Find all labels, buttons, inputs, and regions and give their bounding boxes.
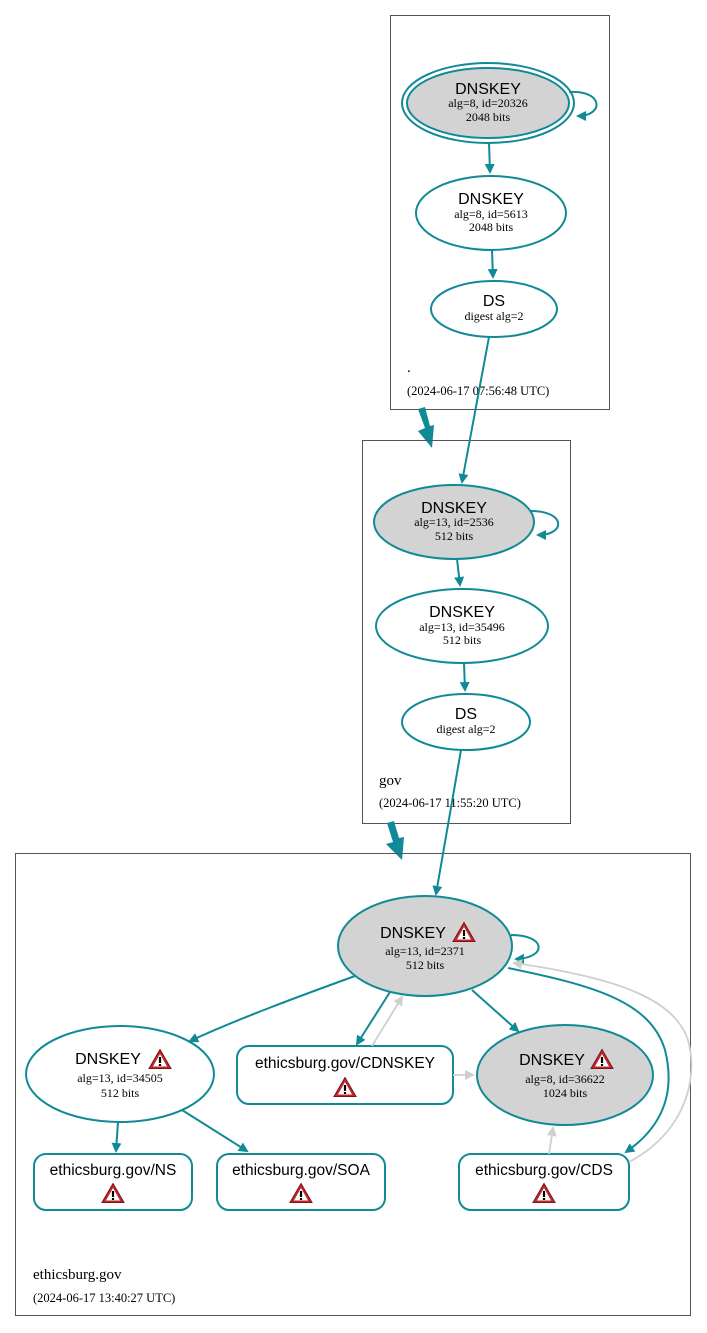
- ethicsburg-zsk-to-ns-edge: [111, 1121, 122, 1153]
- gov-ds-detail: digest alg=2: [436, 722, 495, 736]
- gov-ds-node[interactable]: DS digest alg=2: [401, 693, 531, 751]
- ethicsburg-cdnskey-node[interactable]: ethicsburg.gov/CDNSKEY: [236, 1045, 454, 1105]
- ethicsburg-ksk-to-key8-edge: [471, 989, 520, 1033]
- ethicsburg-zsk-node[interactable]: DNSKEY alg=13, id=34505 512 bits: [25, 1025, 215, 1123]
- ethicsburg-ksk-to-cdnskey-edge: [355, 991, 391, 1046]
- gov-ksk-bits: 512 bits: [435, 529, 474, 543]
- ethicsburg-ksk-node[interactable]: DNSKEY alg=13, id=2371 512 bits: [337, 895, 513, 997]
- ethicsburg-ns-node[interactable]: ethicsburg.gov/NS: [33, 1153, 193, 1211]
- zone-gov-name: gov: [379, 773, 402, 789]
- ethicsburg-key8-detail: alg=8, id=36622: [525, 1072, 605, 1086]
- ethicsburg-cds-to-key8-edge: [546, 1126, 557, 1155]
- zone-ethicsburg-name: ethicsburg.gov: [33, 1267, 122, 1283]
- gov-zsk-to-ds-edge: [459, 662, 470, 692]
- root-ksk-bits: 2048 bits: [466, 110, 511, 124]
- root-zsk-node[interactable]: DNSKEY alg=8, id=5613 2048 bits: [415, 175, 567, 251]
- ethicsburg-ns-label: ethicsburg.gov/NS: [50, 1162, 177, 1179]
- ethicsburg-zsk-to-soa-edge: [181, 1109, 249, 1153]
- ethicsburg-ksk-to-zsk-edge: [188, 975, 356, 1043]
- ethicsburg-key8-node[interactable]: DNSKEY alg=8, id=36622 1024 bits: [476, 1024, 654, 1126]
- root-ds-to-gov-ksk-edge: [458, 336, 490, 484]
- root-ds-node[interactable]: DS digest alg=2: [430, 280, 558, 338]
- root-zsk-bits: 2048 bits: [469, 220, 514, 234]
- zone-root-name: .: [407, 360, 411, 376]
- delegation-gov-to-ethicsburg-arrow: [386, 821, 404, 860]
- zone-gov-timestamp: (2024-06-17 11:55:20 UTC): [379, 796, 521, 810]
- ethicsburg-key8-bits: 1024 bits: [543, 1086, 588, 1100]
- gov-zsk-node[interactable]: DNSKEY alg=13, id=35496 512 bits: [375, 588, 549, 664]
- ethicsburg-zsk-bits: 512 bits: [101, 1086, 140, 1100]
- ethicsburg-cdnskey-label: ethicsburg.gov/CDNSKEY: [255, 1055, 435, 1072]
- zone-ethicsburg-timestamp: (2024-06-17 13:40:27 UTC): [33, 1291, 175, 1305]
- ethicsburg-cdnskey-to-ksk-edge: [371, 995, 404, 1047]
- gov-ksk-to-zsk-edge: [454, 558, 465, 587]
- root-ksk-node[interactable]: DNSKEY alg=8, id=20326 2048 bits: [401, 62, 575, 144]
- root-ds-type: DS: [483, 293, 505, 310]
- ethicsburg-cds-label: ethicsburg.gov/CDS: [475, 1162, 613, 1179]
- gov-zsk-type: DNSKEY: [429, 604, 495, 621]
- gov-ksk-type: DNSKEY: [421, 500, 487, 517]
- zone-root-box: [390, 15, 610, 410]
- root-ksk-self-edge: [568, 90, 598, 121]
- ethicsburg-cds-to-ksk-edge: [512, 959, 693, 1163]
- gov-ds-type: DS: [455, 706, 477, 723]
- root-ds-detail: digest alg=2: [464, 309, 523, 323]
- root-ksk-to-zsk-edge: [484, 142, 495, 174]
- gov-zsk-detail: alg=13, id=35496: [419, 620, 505, 634]
- ethicsburg-zsk-detail: alg=13, id=34505: [77, 1071, 163, 1085]
- root-zsk-type: DNSKEY: [458, 191, 524, 208]
- root-ksk-detail: alg=8, id=20326: [448, 96, 528, 110]
- ethicsburg-ksk-to-cds-edge: [507, 967, 670, 1154]
- gov-ds-to-ethicsburg-ksk-edge: [432, 749, 462, 896]
- ethicsburg-ksk-bits: 512 bits: [406, 958, 445, 972]
- delegation-root-to-gov-arrow: [418, 407, 434, 448]
- ethicsburg-zsk-type: DNSKEY: [75, 1051, 141, 1068]
- gov-ksk-node[interactable]: DNSKEY alg=13, id=2536 512 bits: [373, 484, 535, 560]
- zone-gov-box: [362, 440, 571, 824]
- ethicsburg-cds-node[interactable]: ethicsburg.gov/CDS: [458, 1153, 630, 1211]
- root-ksk-type: DNSKEY: [455, 81, 521, 98]
- ethicsburg-ksk-type: DNSKEY: [380, 925, 446, 942]
- ethicsburg-ksk-self-edge: [510, 934, 540, 964]
- gov-ksk-detail: alg=13, id=2536: [414, 515, 494, 529]
- root-zsk-detail: alg=8, id=5613: [454, 207, 528, 221]
- ethicsburg-soa-node[interactable]: ethicsburg.gov/SOA: [216, 1153, 386, 1211]
- gov-zsk-bits: 512 bits: [443, 633, 482, 647]
- ethicsburg-ksk-detail: alg=13, id=2371: [385, 944, 465, 958]
- zone-gov: gov (2024-06-17 11:55:20 UTC): [362, 440, 571, 824]
- gov-ksk-self-edge: [530, 510, 560, 540]
- root-zsk-to-ds-edge: [487, 249, 498, 279]
- ethicsburg-soa-label: ethicsburg.gov/SOA: [232, 1162, 371, 1179]
- ethicsburg-key8-type: DNSKEY: [519, 1052, 585, 1069]
